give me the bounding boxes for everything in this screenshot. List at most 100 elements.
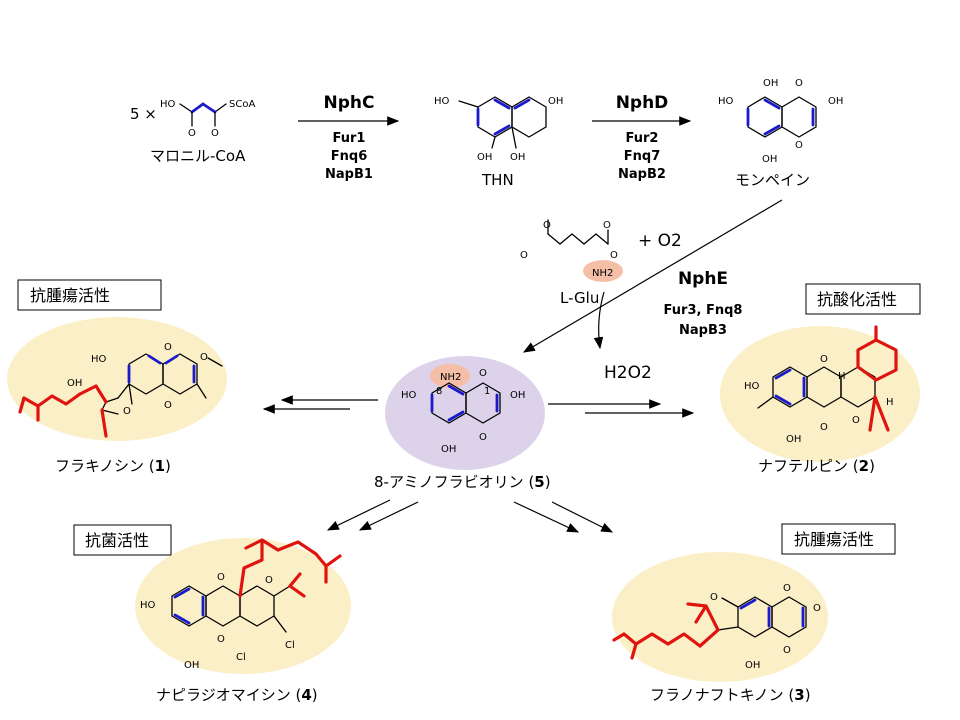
activity-box-3 (781, 523, 896, 555)
monapin-o-top: O (795, 78, 803, 89)
lglu-nh2-highlight (583, 260, 623, 282)
c5-oh-right: OH (510, 390, 525, 401)
c4-cl-2: Cl (285, 640, 295, 651)
c4-o-bottom: O (217, 634, 225, 645)
compound-3-ellipse (612, 552, 828, 682)
monapin-structure: OH O HO OH OH O モンペイン (718, 78, 843, 189)
c1-oh: OH (67, 378, 82, 389)
monapin-oh-top: OH (763, 78, 778, 89)
c4-ho: HO (140, 600, 156, 611)
compound-4-name: ナピラジオマイシン (4) (156, 686, 318, 704)
compound-3: 抗腫瘍活性 O O O OH O フラノナフトキノン (3) (612, 523, 896, 704)
c2-o-bottom: O (820, 422, 828, 433)
multiplier-label: 5 × (130, 105, 157, 123)
malonyl-ho-label: HO (160, 99, 176, 110)
c2-h-top: H (838, 371, 846, 382)
c4-o-top: O (217, 572, 225, 583)
c3-o-bottom: O (783, 645, 791, 656)
c2-o-ring: O (852, 415, 860, 426)
step3-main-enzyme: NphE (678, 269, 728, 289)
thn-structure: HO OH OH OH THN (434, 96, 563, 189)
arrow-to-3-a (513, 501, 580, 533)
malonyl-scoa-label: SCoA (229, 99, 255, 110)
c1-o-ring: O (123, 406, 131, 417)
compound-3-name: フラノナフトキノン (3) (650, 686, 811, 704)
lglu-o-right-top: O (603, 220, 611, 231)
step3-enzyme-1: Fur3, Fnq8 (664, 303, 743, 318)
step1-enzyme-1: Fur1 (333, 131, 366, 146)
c3-o-ring: O (710, 592, 718, 603)
arrow-to-4-a (326, 499, 391, 531)
nh2-highlight (430, 364, 470, 388)
thn-ho: HO (434, 96, 450, 107)
malonyl-coa-structure: 5 × HO SCoA O O マロニル-CoA (130, 99, 255, 165)
activity-box-2 (805, 283, 921, 315)
lglu-name: L-Glu (560, 289, 599, 307)
step3-arrow (522, 199, 783, 353)
c1-o-top: O (164, 342, 172, 353)
h2o2-curved-arrow (593, 291, 605, 350)
c2-o-top: O (820, 354, 828, 365)
step1-enzyme-2: Fnq6 (331, 149, 368, 164)
arrow-to-4-b (358, 501, 419, 531)
monapin-name: モンペイン (735, 171, 810, 189)
malonyl-name: マロニル-CoA (150, 147, 246, 165)
monapin-oh-right: OH (828, 96, 843, 107)
c1-ome: O (200, 352, 208, 363)
compound-1: 抗腫瘍活性 HO O O O O OH フラキノシン (1) (7, 279, 227, 475)
c3-o-top: O (783, 583, 791, 594)
thn-oh-2: OH (477, 152, 492, 163)
step2-main-enzyme: NphD (616, 93, 669, 113)
h2o2-label: H2O2 (604, 363, 652, 383)
c2-oh: OH (786, 434, 801, 445)
monapin-oh-bottom: OH (762, 154, 777, 165)
activity-box-1 (17, 279, 162, 311)
activity-1: 抗腫瘍活性 (30, 286, 110, 305)
c5-oh-bottom: OH (441, 444, 456, 455)
activity-3: 抗腫瘍活性 (794, 530, 874, 549)
compound-5-name: 8-アミノフラビオリン (5) (374, 473, 551, 491)
lglu-o-right: O (610, 250, 618, 261)
c4-cl-1: Cl (236, 652, 246, 663)
compound-2-name: ナフテルピン (2) (758, 457, 875, 475)
compound-1-ellipse (7, 317, 227, 441)
thn-name: THN (481, 171, 514, 189)
step1-main-enzyme: NphC (324, 93, 375, 113)
c4-o-ring: O (265, 575, 273, 586)
c1-o-bottom: O (164, 400, 172, 411)
step2-enzyme-1: Fur2 (626, 131, 659, 146)
c5-pos8: 8 (436, 386, 442, 397)
compound-5: NH2 8 1 O HO OH OH O 8-アミノフラビオリン (5) (374, 356, 551, 491)
c5-pos1: 1 (484, 386, 490, 397)
c5-o-bottom: O (479, 432, 487, 443)
activity-box-4 (73, 524, 172, 556)
lglu-nh2: NH2 (592, 268, 613, 279)
activity-4: 抗菌活性 (85, 531, 149, 550)
step2-enzyme-3: NapB2 (618, 167, 666, 182)
malonyl-o1: O (188, 128, 196, 139)
c5-o-top: O (479, 368, 487, 379)
compound-4: 抗菌活性 HO OH O O O Cl Cl ナピラジオマイシン (4) (73, 524, 351, 704)
lglu-o-left-top: O (543, 220, 551, 231)
c5-ho: HO (401, 390, 417, 401)
thn-oh-3: OH (510, 152, 525, 163)
arrow-to-3-b (551, 501, 614, 533)
c2-ho: HO (744, 381, 760, 392)
c3-ome: O (813, 603, 821, 614)
thn-oh-1: OH (548, 96, 563, 107)
lglu-structure: O O O O NH2 + O2 L-Glu (520, 219, 682, 307)
monapin-o-bottom: O (795, 140, 803, 151)
c5-nh2: NH2 (440, 372, 461, 383)
step1-enzyme-3: NapB1 (325, 167, 373, 182)
compound-1-name: フラキノシン (1) (55, 457, 171, 475)
compound-4-ellipse (135, 538, 351, 674)
c3-oh: OH (745, 660, 760, 671)
c2-h-bottom: H (886, 397, 894, 408)
step3-enzyme-2: NapB3 (679, 323, 727, 338)
c4-oh: OH (184, 660, 199, 671)
step2-enzyme-2: Fnq7 (624, 149, 661, 164)
monapin-ho: HO (718, 96, 734, 107)
activity-2: 抗酸化活性 (817, 290, 897, 309)
lglu-plus-o2: + O2 (638, 231, 682, 251)
